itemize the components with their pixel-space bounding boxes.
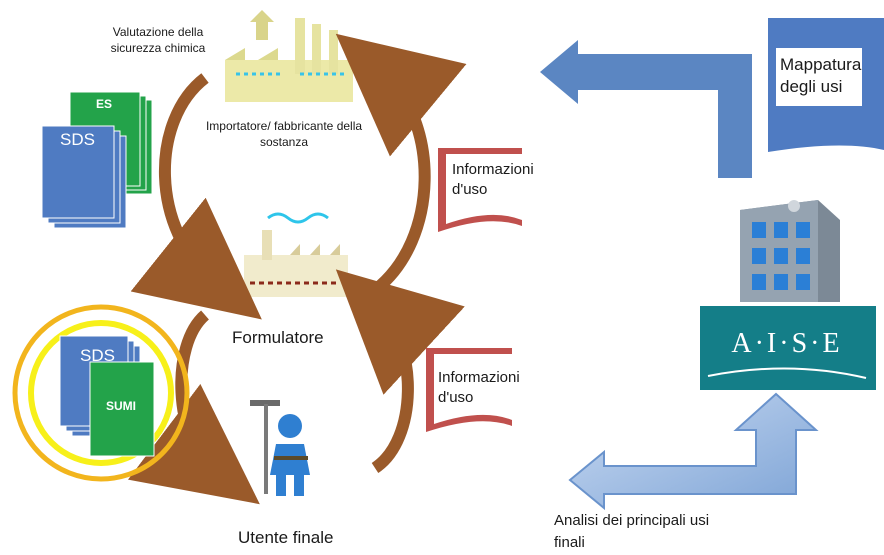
info-use-top-label: Informazioni d'uso [452,161,534,198]
highlight-inner-ring [28,320,174,466]
use-mapping-doc [768,18,884,152]
sds-bottom-label: SDS [80,346,115,365]
formulator-label: Formulatore [232,328,324,347]
aise-logo [700,306,876,390]
end-user-figure-icon [250,400,310,496]
analysis-label: Analisi dei principali usi finali [554,512,710,551]
sds-top-label: SDS [60,130,95,149]
use-mapping-arrow [540,40,752,178]
formulator-factory-icon [244,212,348,297]
es-doc-label: ES [96,97,113,111]
flow-arrows [127,33,467,505]
importer-label: Importatore/ fabbricante della sostanza [205,119,363,149]
highlight-outer-ring [12,304,190,482]
aise-building-icon [740,200,840,302]
sumi-document [89,361,155,457]
importer-factory-icon [225,10,353,102]
analysis-arrow [568,392,819,511]
info-use-bottom-label: Informazioni d'uso [438,369,520,406]
aise-logo-text: A·I·S·E [731,328,843,359]
sds-document-stack-top [41,125,127,229]
end-user-label: Utente finale [238,528,334,547]
sumi-label: SUMI [106,399,136,413]
info-use-doc-bottom [426,348,512,432]
use-mapping-label: Mappatura degli usi [780,55,862,96]
info-use-doc-top [438,148,522,232]
assessment-label: Valutazione della sicurezza chimica [110,25,206,55]
